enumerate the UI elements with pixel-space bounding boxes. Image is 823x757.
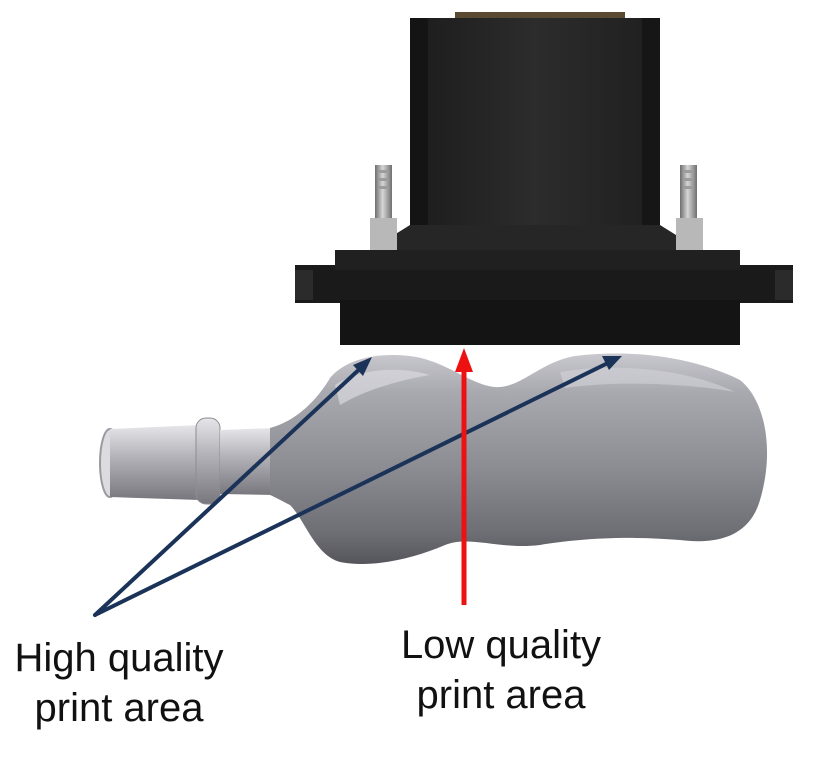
low-quality-arrowhead xyxy=(455,348,473,372)
high-quality-arrowhead-right xyxy=(602,356,622,370)
printhead-main-block xyxy=(410,18,660,230)
bottle-body xyxy=(270,353,768,565)
left-fitting xyxy=(375,165,392,225)
high-quality-arrows xyxy=(93,358,616,617)
bottle-highlight xyxy=(335,369,430,405)
high-quality-label-line1: High quality xyxy=(14,636,224,680)
printhead-nozzle-plate xyxy=(340,300,740,345)
bottle-neck xyxy=(110,425,200,500)
bottle-icon xyxy=(99,353,768,565)
low-quality-label-line1: Low quality xyxy=(400,623,602,667)
high-quality-arrow-left xyxy=(93,362,367,617)
bottle-neck-upper xyxy=(220,428,275,495)
right-fitting xyxy=(680,165,697,225)
printhead-top-connector xyxy=(455,12,625,20)
printhead-taper xyxy=(370,225,700,250)
low-quality-label: Low quality print area xyxy=(385,620,617,720)
printhead-icon xyxy=(295,12,793,345)
printhead-flange-top xyxy=(335,250,740,270)
low-quality-arrow xyxy=(455,348,473,605)
printhead-right-shade xyxy=(642,18,660,230)
printhead-flange xyxy=(295,265,793,303)
high-quality-arrowhead-left xyxy=(353,357,372,376)
printhead-left-shade xyxy=(410,18,428,230)
high-quality-label: High quality print area xyxy=(0,633,238,733)
high-quality-arrow-right xyxy=(93,358,616,617)
bottle-highlight-2 xyxy=(560,367,735,392)
high-quality-label-line2: print area xyxy=(34,686,204,730)
low-quality-label-line2: print area xyxy=(416,673,586,717)
bottle-neck-collar xyxy=(195,417,221,505)
